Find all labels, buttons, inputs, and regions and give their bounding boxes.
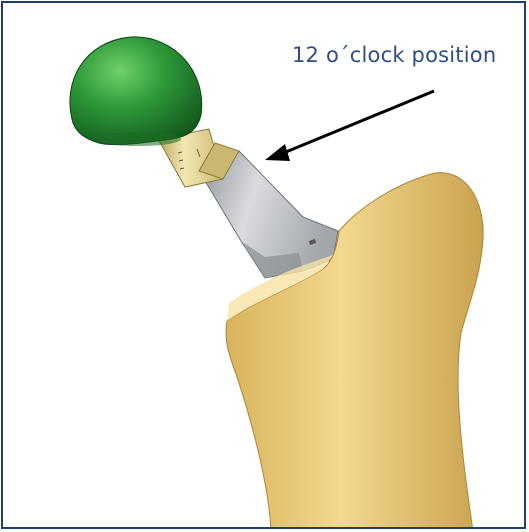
femoral-head <box>70 37 202 145</box>
annotation-label: 12 o´clock position <box>292 43 496 67</box>
pointer-arrow-line <box>281 91 434 154</box>
pointer-arrowhead <box>265 144 290 161</box>
hip-implant-illustration <box>3 3 526 529</box>
